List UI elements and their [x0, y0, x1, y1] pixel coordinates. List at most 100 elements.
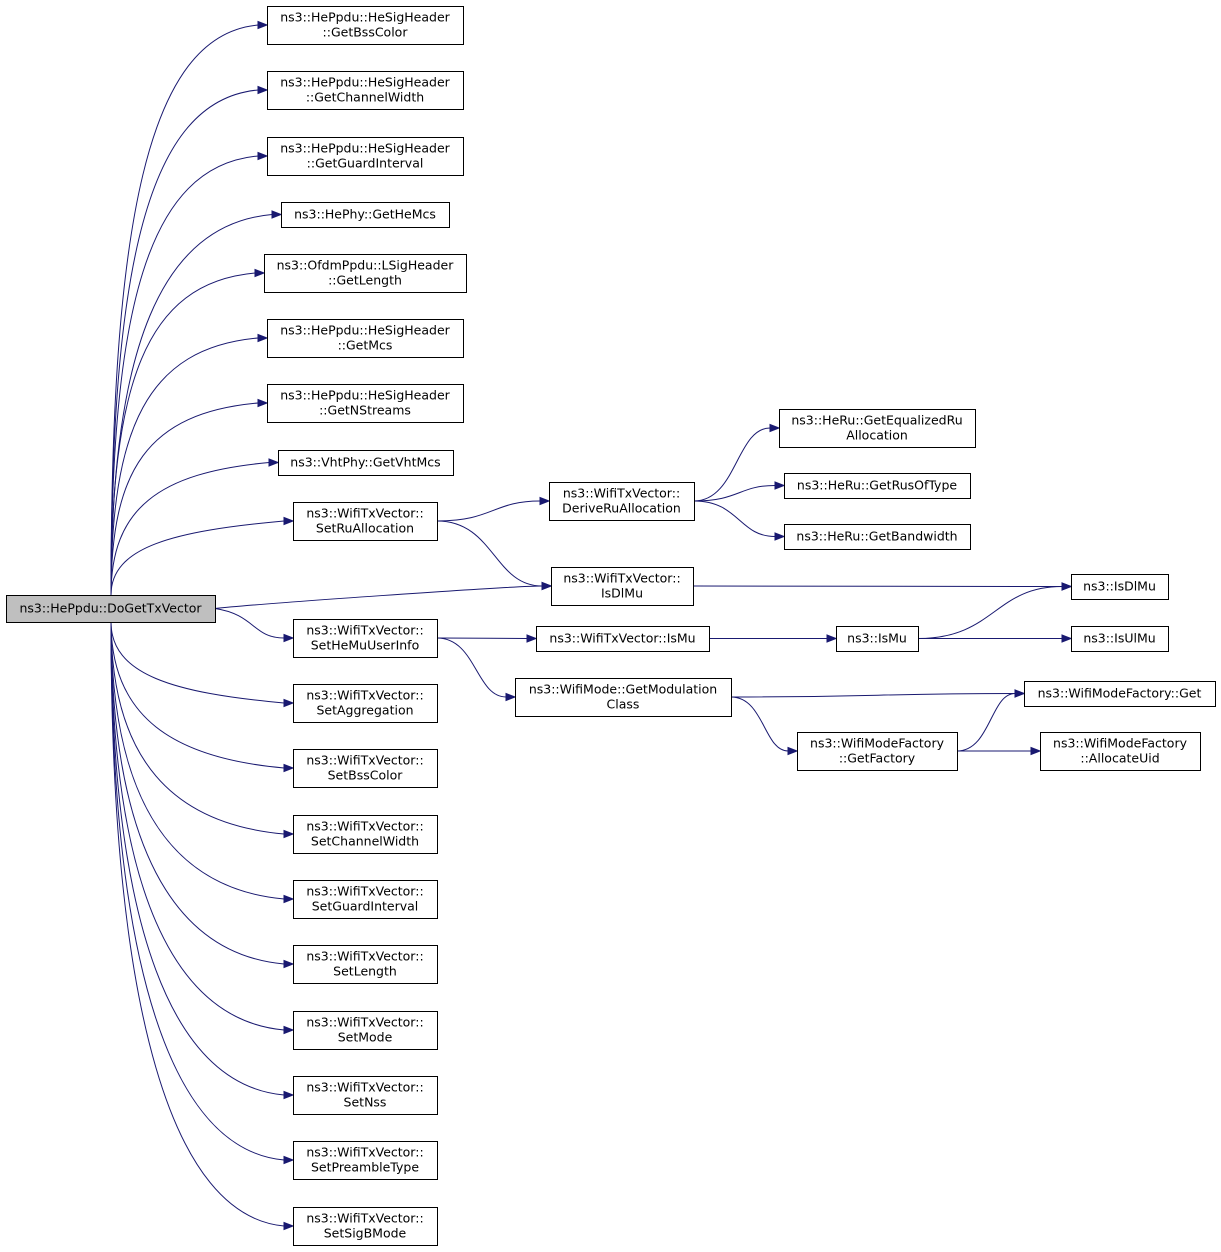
edge-line — [436, 500, 541, 522]
node-box — [293, 945, 438, 984]
graph-node-n19[interactable]: ns3::WifiTxVector::SetPreambleType — [293, 1141, 438, 1180]
graph-node-n4[interactable]: ns3::HePhy::GetHeMcs — [281, 202, 450, 228]
graph-node-n10[interactable]: ns3::WifiTxVector::IsDlMu — [551, 567, 694, 606]
node-label: ns3::HePpdu::HeSigHeader — [280, 10, 450, 25]
node-label: ns3::VhtPhy::GetVhtMcs — [290, 455, 440, 470]
node-box — [267, 6, 464, 45]
graph-node-n9[interactable]: ns3::WifiTxVector::SetRuAllocation — [293, 502, 438, 541]
node-label: DeriveRuAllocation — [562, 501, 681, 516]
edge-n29-n30 — [730, 689, 1026, 698]
node-box — [1071, 626, 1169, 652]
graph-node-n24[interactable]: ns3::HeRu::GetBandwidth — [784, 524, 971, 550]
node-label: ::GetBssColor — [323, 25, 409, 40]
edge-root-n5 — [110, 268, 266, 596]
graph-node-n11[interactable]: ns3::WifiTxVector::SetHeMuUserInfo — [293, 619, 438, 658]
edges-layer — [110, 20, 1073, 1231]
edge-line — [693, 427, 771, 502]
graph-node-n28[interactable]: ns3::IsUlMu — [1071, 626, 1169, 652]
arrowhead — [283, 763, 295, 773]
edge-root-n6 — [110, 333, 269, 596]
node-label: ::GetChannelWidth — [306, 90, 424, 105]
graph-node-n18[interactable]: ns3::WifiTxVector::SetNss — [293, 1076, 438, 1115]
node-box — [784, 524, 971, 550]
node-label: ::GetNStreams — [319, 403, 411, 418]
node-box — [293, 684, 438, 723]
arrowhead — [257, 85, 269, 95]
node-box — [267, 319, 464, 358]
node-box — [293, 502, 438, 541]
graph-node-n27[interactable]: ns3::IsMu — [836, 626, 919, 652]
graph-node-n3[interactable]: ns3::HePpdu::HeSigHeader::GetGuardInterv… — [267, 137, 464, 176]
node-box — [293, 1011, 438, 1050]
arrowhead — [1061, 582, 1073, 591]
edge-root-n12 — [110, 621, 295, 708]
node-box — [293, 880, 438, 919]
edge-line — [110, 621, 285, 835]
node-label: ns3::WifiTxVector:: — [306, 949, 423, 964]
graph-node-n12[interactable]: ns3::WifiTxVector::SetAggregation — [293, 684, 438, 723]
node-box — [779, 409, 976, 448]
graph-node-n6[interactable]: ns3::HePpdu::HeSigHeader::GetMcs — [267, 319, 464, 358]
node-box — [293, 1076, 438, 1115]
graph-node-n25[interactable]: ns3::IsDlMu — [1071, 574, 1169, 600]
graph-node-n1[interactable]: ns3::HePpdu::HeSigHeader::GetBssColor — [267, 6, 464, 45]
edge-root-n20 — [110, 621, 295, 1231]
edge-n27-n25 — [917, 582, 1073, 639]
edge-line — [214, 585, 543, 609]
graph-node-n17[interactable]: ns3::WifiTxVector::SetMode — [293, 1011, 438, 1050]
node-label: ns3::HePpdu::DoGetTxVector — [19, 601, 202, 616]
graph-node-n14[interactable]: ns3::WifiTxVector::SetChannelWidth — [293, 815, 438, 854]
edge-root-n8 — [110, 458, 280, 596]
graph-node-n8[interactable]: ns3::VhtPhy::GetVhtMcs — [278, 450, 454, 476]
graph-node-n20[interactable]: ns3::WifiTxVector::SetSigBMode — [293, 1207, 438, 1246]
node-label: SetSigBMode — [324, 1226, 407, 1241]
edge-n31-n32 — [957, 746, 1042, 756]
arrowhead — [526, 634, 538, 643]
arrowhead — [505, 692, 517, 702]
node-label: ns3::WifiTxVector:: — [563, 571, 680, 586]
node-label: SetGuardInterval — [312, 899, 419, 914]
graph-node-n16[interactable]: ns3::WifiTxVector::SetLength — [293, 945, 438, 984]
node-box — [267, 137, 464, 176]
node-label: ns3::IsMu — [847, 631, 907, 646]
graph-node-n15[interactable]: ns3::WifiTxVector::SetGuardInterval — [293, 880, 438, 919]
node-box — [515, 678, 732, 717]
edge-n27-n28 — [918, 634, 1073, 643]
node-box — [1024, 681, 1216, 707]
graph-node-n2[interactable]: ns3::HePpdu::HeSigHeader::GetChannelWidt… — [267, 71, 464, 110]
edge-root-n10 — [214, 581, 553, 609]
graph-node-n21[interactable]: ns3::WifiTxVector::DeriveRuAllocation — [549, 482, 695, 521]
edge-line — [110, 402, 259, 596]
edge-line — [110, 214, 273, 596]
node-label: ns3::WifiTxVector:: — [306, 623, 423, 638]
graph-node-n26[interactable]: ns3::WifiTxVector::IsMu — [536, 626, 710, 652]
edge-n21-n22 — [693, 423, 781, 502]
edge-line — [110, 272, 256, 596]
node-box — [293, 1207, 438, 1246]
nodes-layer: ns3::HePpdu::DoGetTxVector ns3::HePpdu::H… — [6, 6, 1216, 1246]
arrowhead — [271, 210, 283, 219]
edge-root-n7 — [110, 398, 269, 596]
graph-node-n31[interactable]: ns3::WifiModeFactory::GetFactory — [797, 732, 958, 771]
graph-node-root[interactable]: ns3::HePpdu::DoGetTxVector — [6, 595, 216, 623]
graph-node-n32[interactable]: ns3::WifiModeFactory::AllocateUid — [1040, 732, 1201, 771]
graph-node-n13[interactable]: ns3::WifiTxVector::SetBssColor — [293, 749, 438, 788]
arrowhead — [774, 481, 786, 490]
edge-line — [110, 462, 270, 596]
node-label: ns3::HePpdu::HeSigHeader — [280, 323, 450, 338]
edge-n21-n24 — [693, 500, 786, 541]
edge-line — [110, 520, 285, 596]
node-label: ns3::WifiTxVector:: — [306, 1145, 423, 1160]
node-label: ns3::HeRu::GetBandwidth — [796, 529, 957, 544]
node-label: ns3::HePpdu::HeSigHeader — [280, 141, 450, 156]
graph-node-n30[interactable]: ns3::WifiModeFactory::Get — [1024, 681, 1216, 707]
arrowhead — [257, 333, 269, 343]
graph-node-n5[interactable]: ns3::OfdmPpdu::LSigHeader::GetLength — [264, 254, 467, 293]
node-box — [784, 473, 971, 499]
arrowhead — [283, 1155, 295, 1165]
graph-node-n7[interactable]: ns3::HePpdu::HeSigHeader::GetNStreams — [267, 384, 464, 423]
edge-line — [110, 155, 259, 596]
graph-node-n23[interactable]: ns3::HeRu::GetRusOfType — [784, 473, 971, 499]
